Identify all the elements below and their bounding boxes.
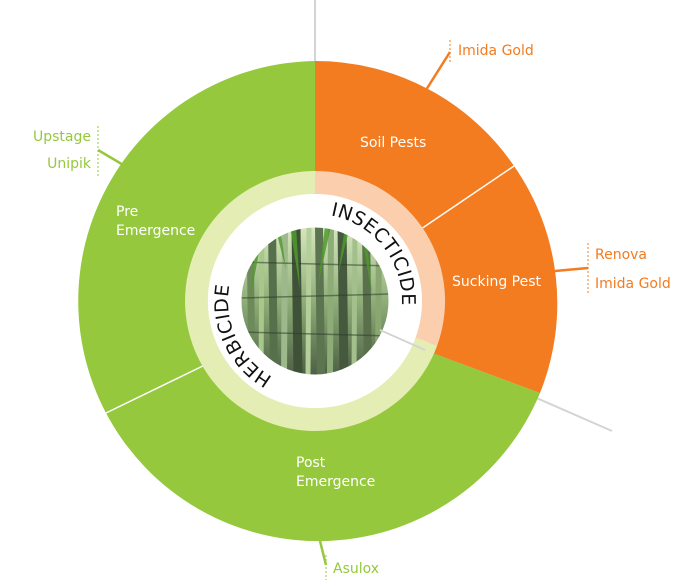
insecticide-ring [315, 170, 446, 346]
sucking-pest-segment [421, 166, 558, 393]
pre-emergence-label-line1: Pre [116, 204, 138, 220]
sucking-pest-callout: Renova Imida Gold [554, 243, 671, 295]
sucking-pest-label: Sucking Pest [452, 274, 542, 290]
pre-emergence-product-0: Upstage [33, 129, 91, 145]
divider-herbicide [105, 361, 212, 414]
post-emergence-segment [106, 349, 540, 542]
sucking-pest-product-1: Imida Gold [595, 276, 671, 292]
guide-line-inner [379, 329, 426, 351]
pre-emergence-label-line2: Emergence [116, 223, 195, 239]
pre-emergence-callout: Upstage Unipik [33, 126, 126, 178]
soil-pests-label: Soil Pests [360, 135, 426, 151]
soil-pests-callout: Imida Gold [424, 40, 534, 91]
post-emergence-label-line2: Emergence [296, 474, 375, 490]
post-emergence-callout: Asulox [318, 540, 379, 580]
post-emergence-label-line1: Post [296, 455, 326, 471]
soil-pests-product-0: Imida Gold [458, 43, 534, 59]
pre-emergence-product-1: Unipik [47, 156, 92, 172]
divider-insecticide [420, 165, 515, 230]
pre-emergence-segment [78, 61, 315, 413]
sucking-pest-product-0: Renova [595, 247, 647, 263]
post-emergence-product-0: Asulox [333, 561, 379, 577]
